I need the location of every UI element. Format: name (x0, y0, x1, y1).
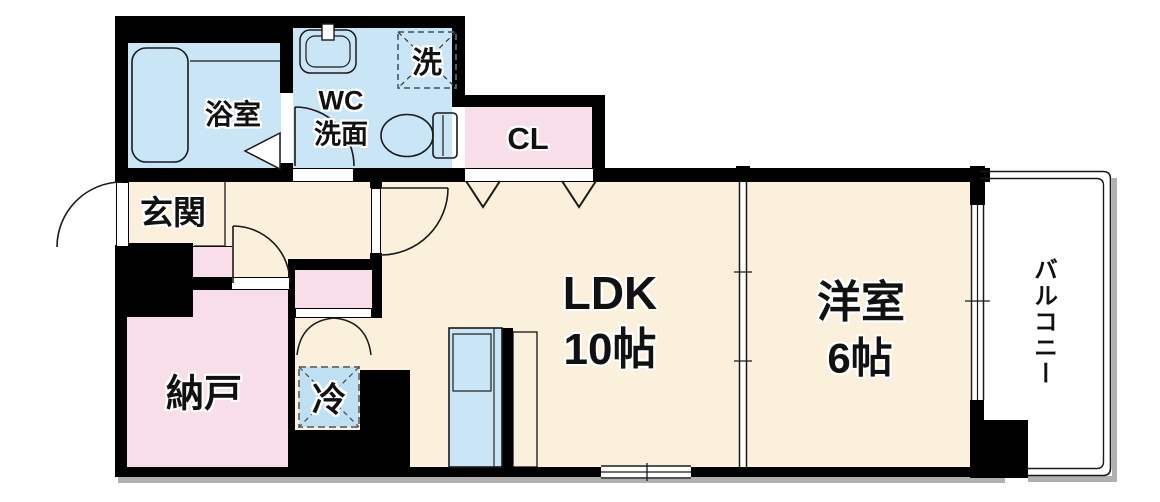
bath-left-wall (115, 16, 128, 182)
refrigerator-label: 冷 (312, 381, 346, 420)
ldk-label: LDK (562, 267, 658, 319)
kitchen-counter-icon (448, 327, 503, 468)
fridge-nook-bottom-fill (295, 430, 410, 467)
balcony-bottom-shadow (1028, 476, 1117, 482)
hall-closet-floor (295, 268, 372, 308)
hall-closet-top-wall (288, 259, 382, 270)
western-room-block-foot (970, 420, 1028, 478)
toilet-icon (380, 112, 458, 159)
washroom-label-wc: WC (318, 85, 364, 116)
hall-door-stub-bottom (370, 253, 382, 262)
balcony-border (980, 170, 1112, 477)
hall-door-stub-top (370, 168, 382, 188)
washroom-door-arc (294, 106, 355, 167)
hall-door-arc (380, 187, 449, 256)
western-room-window (965, 205, 990, 400)
storage-nook-stub (193, 277, 232, 290)
western-room-right-wall-top (970, 166, 985, 205)
entrance-step-line (194, 182, 226, 247)
hall-door-track (371, 188, 381, 254)
balcony-label: バルコニー (1029, 257, 1057, 387)
storage-room-label: 納戸 (165, 373, 243, 416)
closet-label: CL (507, 121, 549, 156)
storage-door-arc (232, 225, 291, 284)
entrance-label: 玄関 (140, 194, 206, 231)
partition-top-stub (736, 166, 750, 182)
entry-door-leaf (116, 182, 129, 247)
mid-wall-left (115, 168, 293, 182)
balcony-right-shadow (1112, 178, 1117, 480)
closet-door-track (465, 168, 593, 182)
ldk-bottom-window (601, 463, 691, 481)
counter-ledge (512, 331, 538, 468)
washer-label: 洗 (412, 47, 442, 80)
entrance-pillar-block (118, 243, 193, 317)
bathtub-icon (131, 47, 189, 163)
hall-closet-bifold-arcs (296, 317, 372, 356)
kitchen-stub-wall (502, 328, 513, 467)
storage-right-wall (288, 259, 295, 467)
bottom-wall-left (115, 467, 601, 477)
room-partition-sliding-door (734, 182, 752, 467)
mid-wall-right (593, 168, 990, 182)
bath-washroom-divider-upper (280, 16, 293, 93)
western-room-size-label: 6帖 (827, 334, 893, 382)
closet-folding-door-mark-1 (465, 180, 501, 209)
washroom-label-senmen: 洗面 (314, 119, 368, 150)
closet-right-wall (592, 95, 605, 182)
bathroom-label: 浴室 (204, 99, 262, 130)
closet-folding-door-mark-2 (561, 180, 597, 209)
ldk-size-label: 10帖 (563, 325, 657, 374)
refrigerator-icon (298, 366, 360, 428)
bottom-wall-right (691, 467, 1002, 477)
storage-door-track (231, 277, 290, 290)
western-room-label: 洋室 (817, 278, 905, 327)
bathroom-floor (128, 28, 281, 168)
hall-closet-right-wall (372, 262, 382, 318)
washroom-door-opening (293, 168, 353, 182)
sink-icon (299, 23, 357, 74)
partition-body (739, 182, 747, 467)
washroom-floor (293, 28, 452, 168)
bath-folding-door-icon (243, 131, 281, 171)
closet-top-wall (452, 95, 605, 107)
bath-top-wall (115, 16, 290, 43)
entry-door-arc (56, 181, 123, 248)
bottom-wall-shadow (118, 477, 1005, 483)
closet-floor (465, 107, 592, 170)
washing-machine-icon (397, 31, 457, 89)
